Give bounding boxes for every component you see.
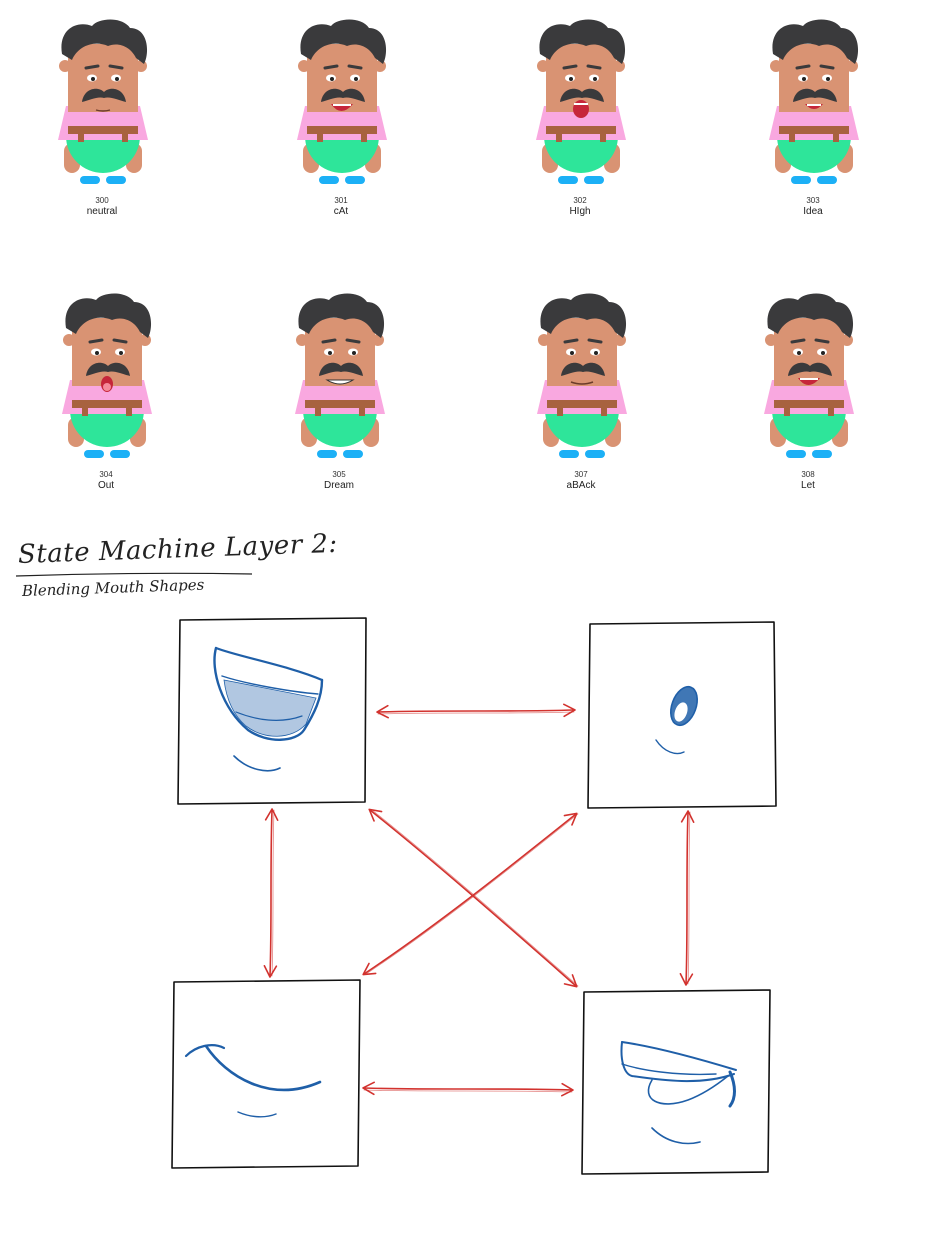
sprite-card[interactable]: 305 Dream [269, 292, 409, 512]
sprite-card[interactable]: 302 HIgh [510, 18, 650, 238]
sprite-label: Dream [323, 480, 354, 491]
character-illustration [297, 19, 387, 184]
transition-arrows [263, 703, 695, 1097]
sprite-number: 300 [95, 196, 109, 205]
sprite-card[interactable]: 301 cAt [271, 18, 411, 238]
sprite-card[interactable]: 304 Out [36, 292, 176, 512]
sprite-number: 308 [801, 470, 815, 479]
arrow-diagonal-up [362, 812, 578, 976]
sprite-number: 303 [806, 196, 820, 205]
state-node-top-left[interactable] [177, 617, 367, 805]
character-illustration [769, 19, 859, 184]
arrow-top [376, 703, 576, 719]
sprite-card[interactable]: 300 neutral [32, 18, 172, 238]
state-node-bottom-left[interactable] [171, 979, 361, 1169]
sprite-number: 301 [334, 196, 348, 205]
sprite-label: cAt [333, 206, 349, 217]
state-machine-diagram [171, 617, 777, 1175]
sprite-label: Let [801, 480, 815, 491]
smile-sketch [184, 1044, 322, 1118]
state-node-top-right[interactable] [587, 621, 777, 809]
character-illustration [536, 19, 626, 184]
title-underline [15, 572, 253, 577]
sprite-label: Out [97, 480, 115, 491]
character-illustration [764, 293, 854, 458]
sprite-number: 307 [574, 470, 588, 479]
character-illustration [62, 293, 152, 458]
sprite-label: Idea [803, 206, 823, 217]
arrow-bottom [362, 1081, 574, 1097]
open-mouth-sketch [213, 646, 324, 772]
sprite-card[interactable]: 308 Let [738, 292, 878, 512]
diagram-title: State Machine Layer 2: [17, 528, 339, 570]
arrow-diagonal-down [368, 808, 578, 988]
sprite-label: aBAck [566, 480, 596, 491]
character-illustration [537, 293, 627, 458]
sprite-number: 304 [99, 470, 113, 479]
diagram-subtitle: Blending Mouth Shapes [21, 575, 205, 600]
sprite-number: 302 [573, 196, 587, 205]
sprite-number: 305 [332, 470, 346, 479]
sprite-card[interactable]: 303 Idea [743, 18, 883, 238]
side-mouth-sketch [620, 1041, 737, 1145]
arrow-right [679, 810, 695, 986]
state-node-bottom-right[interactable] [581, 989, 771, 1175]
character-illustration [295, 293, 385, 458]
sprite-card[interactable]: 307 aBAck [511, 292, 651, 512]
sprite-label: neutral [86, 206, 118, 217]
sprite-label: HIgh [569, 206, 591, 217]
o-mouth-sketch [655, 685, 698, 755]
character-illustration [58, 19, 148, 184]
arrow-left [263, 808, 279, 978]
